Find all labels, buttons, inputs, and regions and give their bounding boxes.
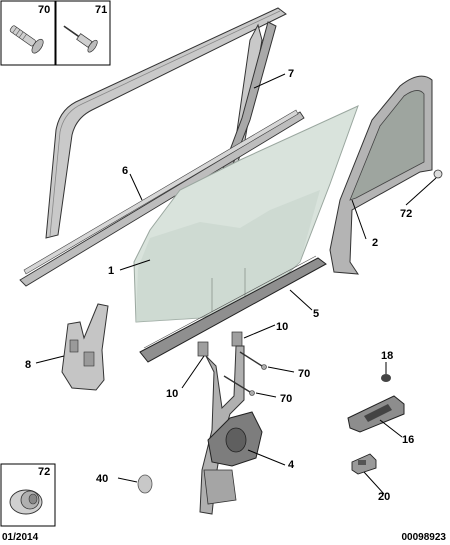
callout-72: 72: [400, 208, 412, 220]
callout-7: 7: [288, 68, 294, 80]
switch-housing-16: [347, 395, 405, 433]
inset-label-70: 70: [38, 4, 50, 16]
switch-cap-18: [381, 374, 391, 382]
callout-5: 5: [313, 308, 319, 320]
rivet-71-icon: [63, 25, 98, 53]
leader-lines: [35, 73, 437, 495]
bracket-8: [61, 303, 109, 391]
window-glass-1: [133, 105, 359, 323]
inset-label-72: 72: [38, 466, 50, 478]
callout-8: 8: [25, 359, 31, 371]
callout-16: 16: [402, 434, 414, 446]
callout-70-bottom: 70: [280, 393, 292, 405]
clip-72-detail-icon: [9, 489, 43, 515]
callout-40: 40: [96, 473, 108, 485]
callout-2: 2: [372, 237, 378, 249]
footer-code: 00098923: [401, 532, 447, 543]
callout-70-top: 70: [298, 368, 310, 380]
plug-40: [137, 474, 153, 494]
callout-1: 1: [108, 265, 114, 277]
inset-box-71: 71: [55, 0, 111, 66]
glass-run-channel-5: [139, 255, 327, 363]
clip-72-icon: [433, 169, 443, 179]
callout-10-bottom: 10: [166, 388, 178, 400]
callout-4: 4: [288, 459, 295, 471]
quarter-window-2: [329, 75, 443, 275]
inset-box-72: 72: [0, 463, 56, 527]
inset-box-70: 70: [0, 0, 56, 66]
belt-moulding-6: [19, 109, 305, 287]
callout-20: 20: [378, 491, 390, 503]
footer-date: 01/2014: [2, 532, 39, 543]
inset-label-71: 71: [95, 4, 107, 16]
window-regulator-4: [197, 331, 263, 515]
callout-18: 18: [381, 350, 393, 362]
callout-6: 6: [122, 165, 128, 177]
switch-20: [351, 453, 377, 475]
callout-10-top: 10: [276, 321, 288, 333]
callout-labels: 1 2 4 5 6 7 8 10 10 16 18 20 40 70 70 72: [25, 68, 414, 503]
screw-70-icon: [9, 25, 44, 54]
screw-70-on-regulator: [223, 351, 267, 396]
